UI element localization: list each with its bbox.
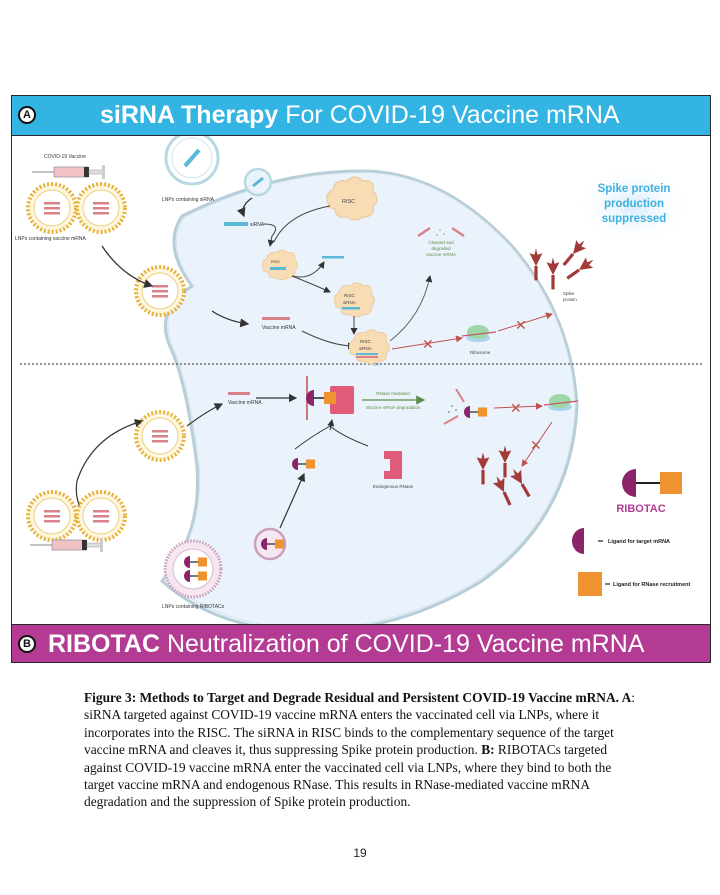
label-vaccine-mrna-a: Vaccine mRNA <box>262 325 296 331</box>
lnp-vaccine-fusing-icon-b <box>134 410 186 462</box>
spike-protein-icon-3 <box>546 257 560 290</box>
endogenous-rnase-icon <box>384 451 402 479</box>
lnp-ribotac-icon <box>163 539 223 599</box>
block-x-icon-b2: ✕ <box>530 437 542 453</box>
label-risc-sirna-2: RISC <box>360 339 372 344</box>
diagram-canvas: COVID-19 Vaccine LNPs containing vaccine… <box>15 136 704 633</box>
passenger-strand-icon <box>322 256 344 259</box>
lnp-sirna-fusing-icon <box>243 167 273 197</box>
legend-icon-ligand-mrna <box>572 528 584 554</box>
lnp-sirna-icon <box>164 136 220 186</box>
sirna-duplex-top <box>356 353 378 355</box>
figure-caption: Figure 3: Methods to Target and Degrade … <box>84 689 644 811</box>
block-x-icon-a2: ✕ <box>515 317 527 333</box>
label-risc-sirna-1: RISC <box>344 293 356 298</box>
arrow-converge-lines <box>294 425 369 450</box>
syringe-icon <box>32 165 105 179</box>
panel-a-banner: A siRNA Therapy For COVID-19 Vaccine mRN… <box>12 96 710 136</box>
label-risc: RISC <box>342 199 355 205</box>
sirna-strand-icon <box>224 222 248 226</box>
arrow-mrna-release-a <box>211 310 250 328</box>
block-x-icon-b1: ✕ <box>510 400 522 416</box>
caption-text-a: : siRNA targeted against COVID-19 vaccin… <box>84 690 636 758</box>
label-cleaved-3: vaccine mRNA <box>426 252 456 257</box>
label-risc-small: RISC <box>271 259 281 264</box>
lnp-vaccine-icon-2 <box>75 182 127 234</box>
sirna-in-risc-icon <box>270 267 286 270</box>
arrow-sirna-risc-2 <box>273 205 331 243</box>
label-lnp-vaccine-mrna: LNPs containing vaccine mRNA <box>15 236 87 242</box>
legend-ribotac-ligand-mrna <box>622 469 636 497</box>
legend-ligand-mrna: Ligand for target mRNA <box>608 539 670 545</box>
panel-a-title-bold: siRNA Therapy <box>100 101 279 129</box>
arrow-to-cleaved <box>389 275 433 342</box>
label-suppressed-2: production <box>604 198 664 210</box>
mrna-duplex-bottom <box>356 356 378 358</box>
label-vaccine-mrna-b: Vaccine mRNA <box>228 400 262 406</box>
label-cleaved-1: Cleaved and <box>428 240 454 245</box>
label-sirna: siRNA <box>250 222 265 228</box>
cleaved-mrna-icon <box>417 226 465 238</box>
label-lnp-ribotac: LNPs containing RIBOTACs <box>162 604 225 610</box>
degraded-mrna-icon <box>443 388 465 425</box>
scissors-icon: ✂ <box>374 362 380 369</box>
suppressed-glow <box>574 166 694 246</box>
arrow-translation-blocked-a <box>391 335 463 350</box>
caption-bold-lead: Figure 3: Methods to Target and Degrade … <box>84 690 632 705</box>
arrow-risc-active <box>291 275 331 293</box>
label-lnp-sirna: LNPs containing siRNA <box>162 197 215 203</box>
panel-b-badge: B <box>18 635 36 653</box>
panel-b-banner: B RIBOTAC Neutralization of COVID-19 Vac… <box>12 624 710 662</box>
panel-b-title-bold: RIBOTAC <box>48 630 161 658</box>
arrow-lnp-entry-a <box>101 245 154 288</box>
label-endogenous-rnase: Endogenous RNase <box>373 484 414 489</box>
arrow-sirna-entry <box>236 197 253 218</box>
arrow-spike-blocked-a <box>497 312 553 332</box>
lnp-vaccine-icon-1 <box>26 182 78 234</box>
panel-b-title: RIBOTAC Neutralization of COVID-19 Vacci… <box>48 630 644 659</box>
arrow-passenger-release <box>291 261 325 278</box>
sirna-bound-icon <box>342 307 360 310</box>
arrow-mrna-release-b <box>186 403 224 427</box>
figure-panel: A siRNA Therapy For COVID-19 Vaccine mRN… <box>11 95 711 663</box>
arrow-to-complex <box>327 419 335 431</box>
label-suppressed-3: suppressed <box>602 213 667 225</box>
ribotac-legend: RIBOTAC Ligand for target mRNA Ligand fo… <box>572 469 690 596</box>
label-risc-sirna-2b: siRNA <box>359 346 372 351</box>
vaccine-mrna-icon-a <box>262 317 290 320</box>
legend-ribotac-ligand-rnase <box>660 472 682 494</box>
label-risc-sirna-1b: siRNA <box>343 300 356 305</box>
arrow-ribotac-entry <box>279 472 305 529</box>
caption-text-b: RIBOTACs targeted against COVID-19 vacci… <box>84 742 612 810</box>
panel-b-title-rest: Neutralization of COVID-19 Vaccine mRNA <box>160 630 645 658</box>
panel-a-title-rest: For COVID-19 Vaccine mRNA <box>278 101 620 129</box>
arrow-spike-blocked-b <box>521 421 553 467</box>
label-rnase-1: RNase mediated <box>376 391 410 396</box>
cell-body <box>159 169 579 633</box>
label-cleaved-2: degraded <box>431 246 451 251</box>
page-number: 19 <box>353 846 367 860</box>
label-spike-2: protein <box>563 297 577 302</box>
block-x-icon-a1: ✕ <box>422 336 434 352</box>
arrow-translation-blocked-b <box>493 402 543 410</box>
label-ribosome: Ribosome <box>470 350 491 355</box>
legend-title: RIBOTAC <box>616 503 665 515</box>
ribotac-complex-icon <box>306 376 354 420</box>
legend-ligand-rnase: Ligand for RNase recruitment <box>613 582 690 588</box>
label-covid-vaccine: COVID-19 Vaccine <box>44 154 86 160</box>
arrow-sirna-risc-1 <box>263 223 277 247</box>
panel-a-title: siRNA Therapy For COVID-19 Vaccine mRNA <box>100 101 620 130</box>
lnp-vaccine-icon-b2 <box>75 490 127 542</box>
lnp-vaccine-icon-b1 <box>26 490 78 542</box>
panel-a-badge: A <box>18 106 36 124</box>
label-rnase-2: Vaccine mRNA degradation <box>366 405 421 410</box>
label-spike-1: Spike <box>563 291 575 296</box>
lnp-vaccine-fusing-icon <box>134 265 186 317</box>
vaccine-mrna-icon-b <box>228 392 250 395</box>
caption-bold-b: B: <box>481 742 495 758</box>
cell-membrane-inner <box>163 172 576 629</box>
legend-icon-ligand-rnase <box>578 572 602 596</box>
syringe-icon-b <box>30 538 103 552</box>
label-suppressed-1: Spike protein <box>598 183 671 195</box>
